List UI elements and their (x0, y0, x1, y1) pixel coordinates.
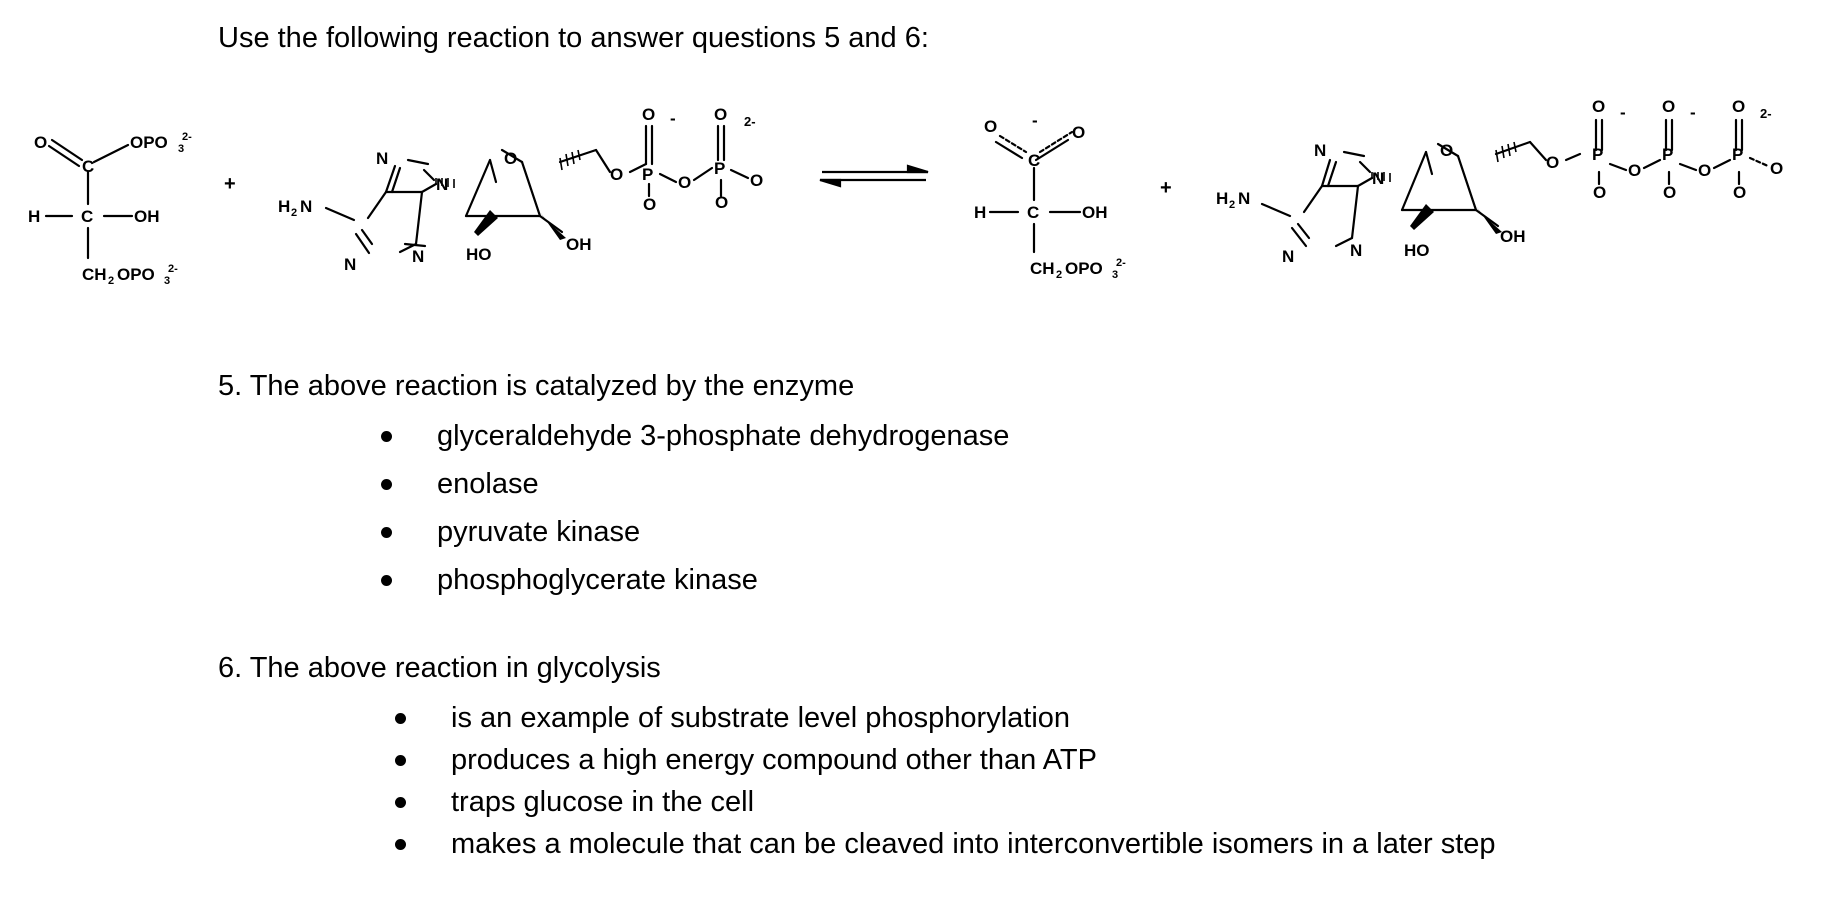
svg-text:C: C (1028, 151, 1040, 170)
hydrogen-label: H (28, 207, 40, 226)
svg-text:O: O (1663, 183, 1676, 202)
carbonyl-carbon-label: C (82, 157, 94, 176)
svg-text:OH: OH (566, 235, 592, 254)
svg-text:O: O (610, 165, 623, 184)
acyl-phosphate-label: OPO (130, 133, 168, 152)
svg-text:3: 3 (164, 275, 170, 287)
svg-text:-: - (1620, 103, 1626, 122)
plus-sign: + (224, 173, 236, 195)
svg-text:OPO: OPO (117, 265, 155, 284)
svg-text:O: O (1733, 183, 1746, 202)
list-item: enolase (380, 460, 1009, 508)
svg-text:3: 3 (1112, 269, 1118, 281)
svg-text:O: O (1770, 159, 1783, 178)
phosphomethyl-label: CH (82, 265, 107, 284)
hydroxyl-label: OH (134, 207, 160, 226)
svg-text:-: - (1690, 103, 1696, 122)
svg-text:O: O (1628, 161, 1641, 180)
atp-beta-phosphorus-label: P (1662, 145, 1673, 164)
alpha-phosphorus-label: P (642, 165, 653, 184)
svg-text:H: H (1216, 189, 1228, 208)
svg-text:-: - (1032, 111, 1038, 130)
svg-text:CH: CH (1030, 259, 1055, 278)
svg-text:O: O (715, 193, 728, 212)
svg-text:-: - (670, 109, 676, 128)
svg-text:N: N (1372, 169, 1384, 188)
svg-text:N: N (344, 255, 356, 274)
svg-text:O: O (1662, 97, 1675, 116)
list-item: is an example of substrate level phospho… (395, 697, 1496, 739)
svg-text:N: N (436, 175, 448, 194)
question-6: 6. The above reaction in glycolysis (218, 652, 661, 684)
ribose-hydroxyl-label: HO (466, 245, 492, 264)
svg-text:2-: 2- (1760, 106, 1772, 121)
svg-text:O: O (1546, 153, 1559, 172)
svg-text:O: O (984, 117, 997, 136)
svg-text:2-: 2- (1116, 257, 1126, 269)
svg-text:N: N (1282, 247, 1294, 266)
svg-text:N: N (300, 197, 312, 216)
svg-text:O: O (1440, 141, 1453, 160)
svg-text:+: + (1160, 177, 1172, 199)
list-item: phosphoglycerate kinase (380, 556, 1009, 604)
svg-text:H: H (974, 203, 986, 222)
svg-text:N: N (1238, 189, 1250, 208)
svg-text:N: N (412, 247, 424, 266)
svg-text:N: N (376, 149, 388, 168)
svg-text:2-: 2- (182, 131, 192, 143)
svg-text:O: O (678, 173, 691, 192)
question-5-options: glyceraldehyde 3-phosphate dehydrogenase… (380, 412, 1009, 604)
svg-text:HO: HO (1404, 241, 1430, 260)
reaction-scheme: O C OPO 3 2- H C OH CH 2 OPO 3 2- + H 2 … (28, 97, 1783, 287)
svg-text:C: C (1027, 203, 1039, 222)
svg-text:C: C (81, 207, 93, 226)
list-item: pyruvate kinase (380, 508, 1009, 556)
svg-text:2: 2 (291, 207, 297, 219)
svg-text:O: O (1698, 161, 1711, 180)
list-item: produces a high energy compound other th… (395, 739, 1496, 781)
list-item: traps glucose in the cell (395, 781, 1496, 823)
svg-text:2-: 2- (168, 263, 178, 275)
atp-alpha-phosphorus-label: P (1592, 145, 1603, 164)
svg-text:OH: OH (1082, 203, 1108, 222)
amine-label: H (278, 197, 290, 216)
svg-text:2: 2 (1056, 269, 1062, 281)
instruction-text: Use the following reaction to answer que… (218, 22, 929, 54)
svg-text:O: O (643, 195, 656, 214)
svg-text:3: 3 (178, 143, 184, 155)
list-item: glyceraldehyde 3-phosphate dehydrogenase (380, 412, 1009, 460)
svg-text:O: O (1593, 183, 1606, 202)
svg-text:OPO: OPO (1065, 259, 1103, 278)
svg-text:OH: OH (1500, 227, 1526, 246)
beta-phosphorus-label: P (714, 159, 725, 178)
svg-text:O: O (642, 105, 655, 124)
svg-text:O: O (714, 105, 727, 124)
svg-text:2: 2 (1229, 199, 1235, 211)
svg-text:N: N (1314, 141, 1326, 160)
svg-text:O: O (1592, 97, 1605, 116)
list-item: makes a molecule that can be cleaved int… (395, 823, 1496, 865)
atp-gamma-phosphorus-label: P (1732, 145, 1743, 164)
svg-text:O: O (1072, 123, 1085, 142)
svg-text:O: O (750, 171, 763, 190)
ring-oxygen-label: O (504, 149, 517, 168)
svg-text:N: N (1350, 241, 1362, 260)
question-5: 5. The above reaction is catalyzed by th… (218, 370, 855, 402)
svg-text:2: 2 (108, 275, 114, 287)
carbonyl-oxygen-label: O (34, 133, 47, 152)
svg-text:2-: 2- (744, 114, 756, 129)
question-6-options: is an example of substrate level phospho… (395, 697, 1496, 865)
svg-text:O: O (1732, 97, 1745, 116)
